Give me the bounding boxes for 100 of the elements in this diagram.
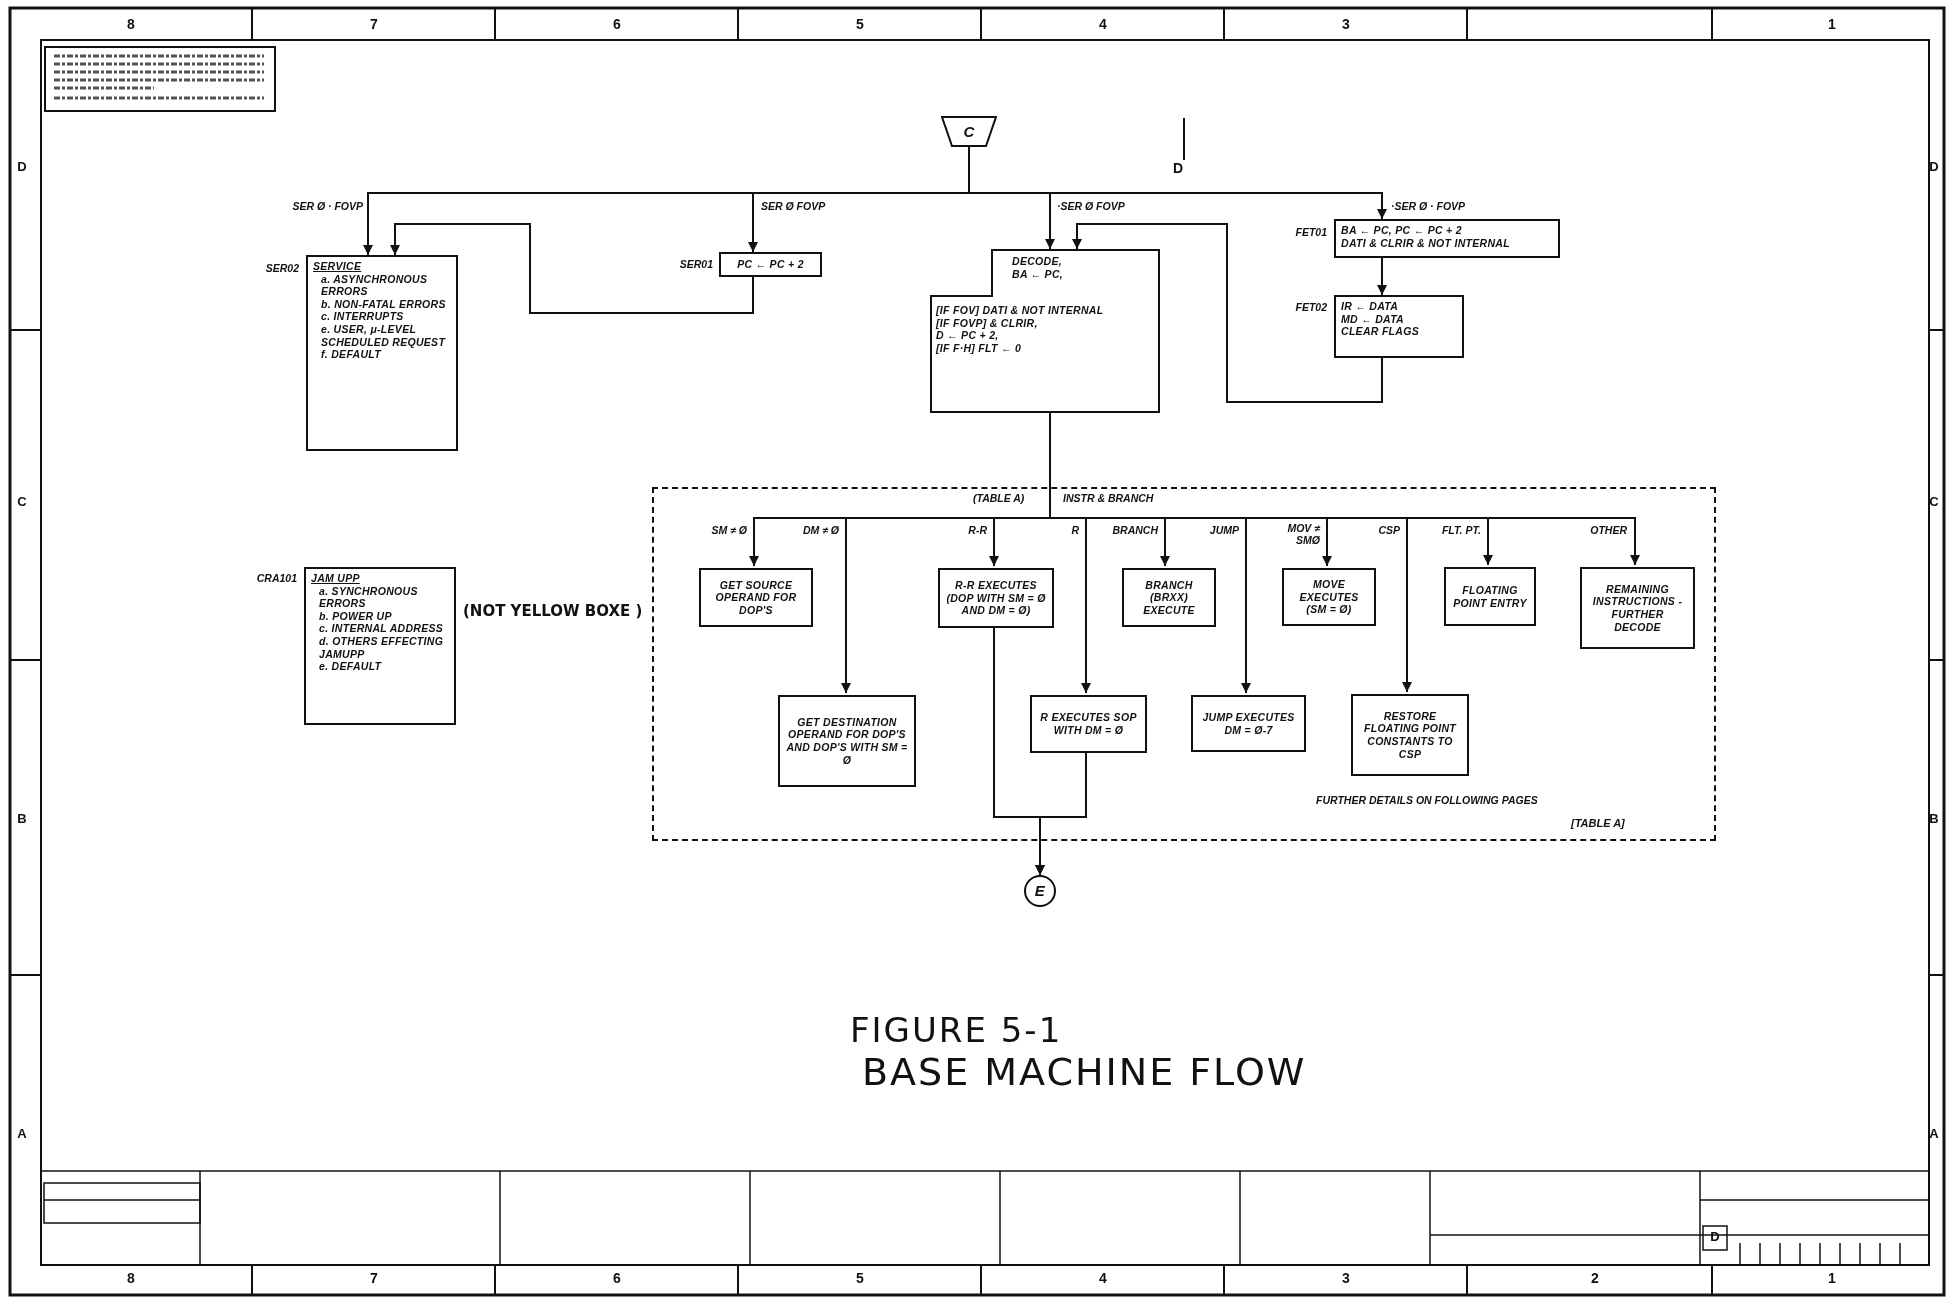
process-box bbox=[306, 255, 458, 451]
zone-marker: 4 bbox=[1098, 1270, 1108, 1287]
zone-marker: 8 bbox=[126, 1270, 136, 1287]
box-text: MOVE EXECUTES (SM = Ø) bbox=[1298, 578, 1360, 616]
note-text: [TABLE A] bbox=[1570, 817, 1626, 830]
process-box bbox=[1030, 695, 1147, 753]
edge-label: BRANCH bbox=[1111, 524, 1159, 537]
zone-marker: B bbox=[16, 812, 28, 827]
edge-label: DM ≠ Ø bbox=[801, 524, 840, 537]
box-text: IR ← DATA bbox=[1341, 300, 1400, 313]
zone-marker: A bbox=[1928, 1127, 1940, 1142]
box-text: f. DEFAULT bbox=[320, 348, 383, 361]
edge-label: SER Ø · FOVP bbox=[291, 200, 364, 213]
zone-marker: 4 bbox=[1098, 16, 1108, 33]
process-box bbox=[1191, 695, 1306, 752]
box-text: GET DESTINATION OPERAND FOR DOP'S AND DOP'S WITH SM = Ø bbox=[785, 715, 909, 767]
flow-arrow bbox=[1377, 257, 1387, 296]
box-text: REMAINING INSTRUCTIONS - FURTHER DECODE bbox=[1591, 582, 1684, 634]
step-label: FET01 bbox=[1294, 226, 1328, 239]
zone-marker: D bbox=[1171, 160, 1185, 177]
zone-marker: 1 bbox=[1827, 16, 1837, 33]
box-text: C bbox=[963, 122, 975, 141]
figure-title: FIGURE 5-1 bbox=[850, 1010, 1063, 1050]
step-label: SER01 bbox=[678, 258, 714, 271]
note-text: FURTHER DETAILS ON FOLLOWING PAGES bbox=[1315, 794, 1539, 807]
box-text: GET SOURCE OPERAND FOR DOP'S bbox=[714, 578, 798, 617]
edge-label: SER Ø FOVP bbox=[760, 200, 827, 213]
flow-arrow bbox=[1072, 223, 1383, 403]
zone-marker: 5 bbox=[855, 16, 865, 33]
step-label: FET02 bbox=[1294, 301, 1328, 314]
step-label: CRA101 bbox=[255, 572, 298, 585]
box-text: [IF FOV] DATI & NOT INTERNAL bbox=[936, 304, 1105, 317]
box-text: c. INTERRUPTS bbox=[320, 310, 405, 323]
process-box bbox=[938, 568, 1054, 628]
zone-marker: 8 bbox=[126, 16, 136, 33]
edge-label: OTHER bbox=[1589, 524, 1628, 537]
edge-label: ·SER Ø · FOVP bbox=[1390, 200, 1467, 213]
box-text: DECODE, bbox=[1012, 255, 1063, 268]
box-text: e. DEFAULT bbox=[318, 660, 383, 673]
edge-label: R bbox=[1070, 524, 1080, 537]
box-text: c. INTERNAL ADDRESS bbox=[318, 622, 445, 635]
dashed-group-box bbox=[652, 487, 1716, 841]
box-heading: JAM UPP bbox=[311, 572, 361, 585]
box-text: b. POWER UP bbox=[318, 609, 393, 623]
process-box bbox=[699, 568, 813, 627]
box-text: PC ← PC + 2 bbox=[737, 258, 804, 271]
box-text: E bbox=[1034, 882, 1046, 900]
box-text: RESTORE FLOATING POINT CONSTANTS TO CSP bbox=[1362, 709, 1458, 761]
edge-label: JUMP bbox=[1208, 524, 1240, 537]
zone-marker: C bbox=[16, 495, 28, 510]
zone-marker: 6 bbox=[612, 16, 622, 33]
zone-marker: 6 bbox=[612, 1270, 622, 1287]
zone-marker: 7 bbox=[369, 16, 379, 33]
box-text: BA ← PC, bbox=[1012, 267, 1064, 281]
box-text: MD ← DATA bbox=[1341, 312, 1405, 326]
box-text: CLEAR FLAGS bbox=[1341, 325, 1420, 338]
box-text: DATI & CLRIR & NOT INTERNAL bbox=[1341, 236, 1511, 250]
step-label: SER02 bbox=[264, 262, 300, 275]
figure-caption: BASE MACHINE FLOW bbox=[862, 1050, 1307, 1094]
box-text: D ← PC + 2, bbox=[936, 329, 1000, 342]
box-heading: SERVICE bbox=[313, 260, 363, 273]
note-text: (TABLE A) bbox=[972, 492, 1026, 505]
process-box bbox=[1334, 295, 1464, 358]
zone-marker: A bbox=[16, 1127, 28, 1142]
flow-arrow bbox=[390, 223, 754, 314]
edge-label: FLT. PT. bbox=[1440, 524, 1482, 537]
process-box bbox=[1334, 219, 1560, 258]
box-text: BRANCH (BRXX) EXECUTE bbox=[1142, 578, 1196, 617]
note-text: INSTR & BRANCH bbox=[1062, 492, 1155, 505]
zone-marker: B bbox=[1928, 812, 1940, 827]
process-box bbox=[1444, 567, 1536, 626]
box-text: FLOATING POINT ENTRY bbox=[1452, 583, 1528, 610]
edge-label: CSP bbox=[1377, 524, 1401, 537]
edge-label: R-R bbox=[967, 524, 988, 537]
zone-marker: 5 bbox=[855, 1270, 865, 1287]
edge-label: SM ≠ Ø bbox=[710, 524, 748, 537]
connector-circle bbox=[1024, 875, 1056, 907]
zone-marker: C bbox=[1928, 495, 1940, 510]
process-box bbox=[304, 567, 456, 725]
process-box bbox=[1580, 567, 1695, 649]
box-text: [IF FOVP] & CLRIR, bbox=[936, 316, 1039, 330]
handwritten-note: (NOT YELLOW BOXE ) bbox=[462, 603, 644, 621]
process-box bbox=[719, 252, 822, 277]
process-box bbox=[1351, 694, 1469, 776]
zone-marker: 7 bbox=[369, 1270, 379, 1287]
process-box bbox=[1282, 568, 1376, 626]
process-box bbox=[778, 695, 916, 787]
box-text: BA ← PC, PC ← PC + 2 bbox=[1341, 224, 1463, 237]
box-text: R-R EXECUTES (DOP WITH SM = Ø AND DM = Ø) bbox=[945, 579, 1047, 617]
box-text: b. NON-FATAL ERRORS bbox=[320, 297, 447, 311]
zone-marker: 3 bbox=[1341, 16, 1351, 33]
zone-marker: D bbox=[16, 160, 28, 175]
zone-marker: 1 bbox=[1827, 1270, 1837, 1287]
edge-label: ·SER Ø FOVP bbox=[1056, 200, 1126, 213]
zone-marker: 2 bbox=[1590, 1270, 1600, 1287]
zone-marker: 3 bbox=[1341, 1270, 1351, 1287]
box-text: JUMP EXECUTES DM = Ø-7 bbox=[1201, 710, 1296, 737]
process-box bbox=[1122, 568, 1216, 627]
box-text: [IF F·H] FLT ← 0 bbox=[936, 341, 1023, 355]
box-text: R EXECUTES SOP WITH DM = Ø bbox=[1039, 711, 1138, 737]
